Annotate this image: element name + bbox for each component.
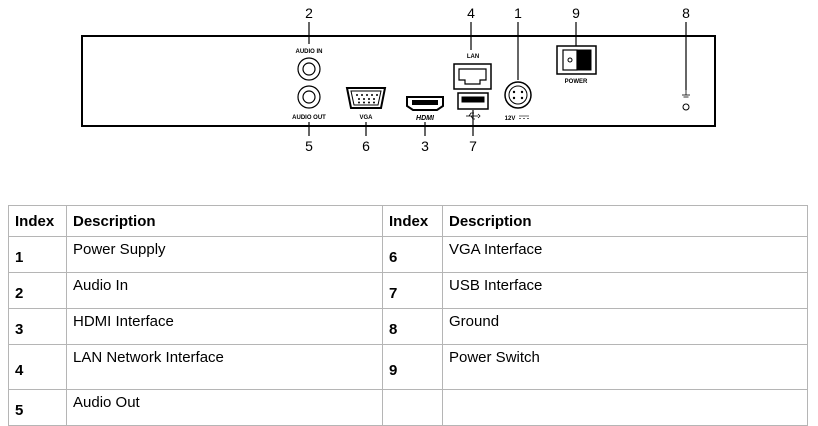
callout-leaders-bottom: [308, 110, 474, 136]
row-description: Audio In: [66, 272, 383, 309]
row-index: 3: [8, 308, 67, 345]
header-description-left: Description: [66, 205, 383, 237]
vga-port: [345, 87, 387, 109]
rear-panel-diagram: 2 4 1 9 8 5 6 3 7 AUDIO IN AUDIO OUT VGA: [81, 5, 716, 154]
audio-out-jack: [297, 85, 321, 109]
row-index: 2: [8, 272, 67, 309]
label-power-in: 12V: [505, 116, 516, 122]
row-description: [442, 389, 808, 426]
usb-icon: [466, 112, 481, 120]
usb-port: [457, 92, 489, 110]
row-description: USB Interface: [442, 272, 808, 309]
row-index: 1: [8, 236, 67, 273]
row-index: [382, 389, 443, 426]
row-index: 4: [8, 344, 67, 390]
callout-8: 8: [682, 5, 690, 21]
row-description: Power Supply: [66, 236, 383, 273]
row-description: VGA Interface: [442, 236, 808, 273]
callout-4: 4: [467, 5, 475, 21]
label-hdmi: HDMI: [416, 115, 435, 122]
callout-1: 1: [514, 5, 522, 21]
callout-leaders-top: [308, 22, 687, 90]
row-index: 9: [382, 344, 443, 390]
table-row: 1 Power Supply 6 VGA Interface: [8, 236, 808, 273]
label-lan: LAN: [467, 54, 479, 60]
rear-panel: [81, 35, 716, 127]
table-row: 3 HDMI Interface 8 Ground: [8, 308, 808, 345]
label-power: POWER: [565, 79, 588, 85]
row-description: LAN Network Interface: [66, 344, 383, 390]
ground-icon: [682, 90, 690, 98]
dc-symbol-icon: [519, 115, 529, 119]
interface-description-table: Index Description Index Description 1 Po…: [8, 205, 808, 426]
hdmi-port: [406, 96, 444, 111]
ground-terminal: [682, 103, 690, 111]
row-description: Audio Out: [66, 389, 383, 426]
power-switch: [556, 45, 597, 75]
row-description: HDMI Interface: [66, 308, 383, 345]
callout-6: 6: [362, 138, 370, 154]
header-description-right: Description: [442, 205, 808, 237]
power-supply-connector: [504, 81, 532, 109]
callout-3: 3: [421, 138, 429, 154]
row-index: 6: [382, 236, 443, 273]
lan-port: [453, 63, 492, 90]
label-vga: VGA: [359, 115, 373, 121]
table-row: 2 Audio In 7 USB Interface: [8, 272, 808, 309]
row-index: 5: [8, 389, 67, 426]
header-index-left: Index: [8, 205, 67, 237]
callout-2: 2: [305, 5, 313, 21]
table-row: 5 Audio Out: [8, 389, 808, 426]
callout-9: 9: [572, 5, 580, 21]
label-audio-out: AUDIO OUT: [292, 115, 326, 121]
row-description: Ground: [442, 308, 808, 345]
callout-7: 7: [469, 138, 477, 154]
row-description: Power Switch: [442, 344, 808, 390]
label-audio-in: AUDIO IN: [296, 49, 323, 55]
table-header-row: Index Description Index Description: [8, 205, 808, 237]
callout-5: 5: [305, 138, 313, 154]
table-row: 4 LAN Network Interface 9 Power Switch: [8, 344, 808, 390]
audio-in-jack: [297, 57, 321, 81]
header-index-right: Index: [382, 205, 443, 237]
row-index: 7: [382, 272, 443, 309]
row-index: 8: [382, 308, 443, 345]
